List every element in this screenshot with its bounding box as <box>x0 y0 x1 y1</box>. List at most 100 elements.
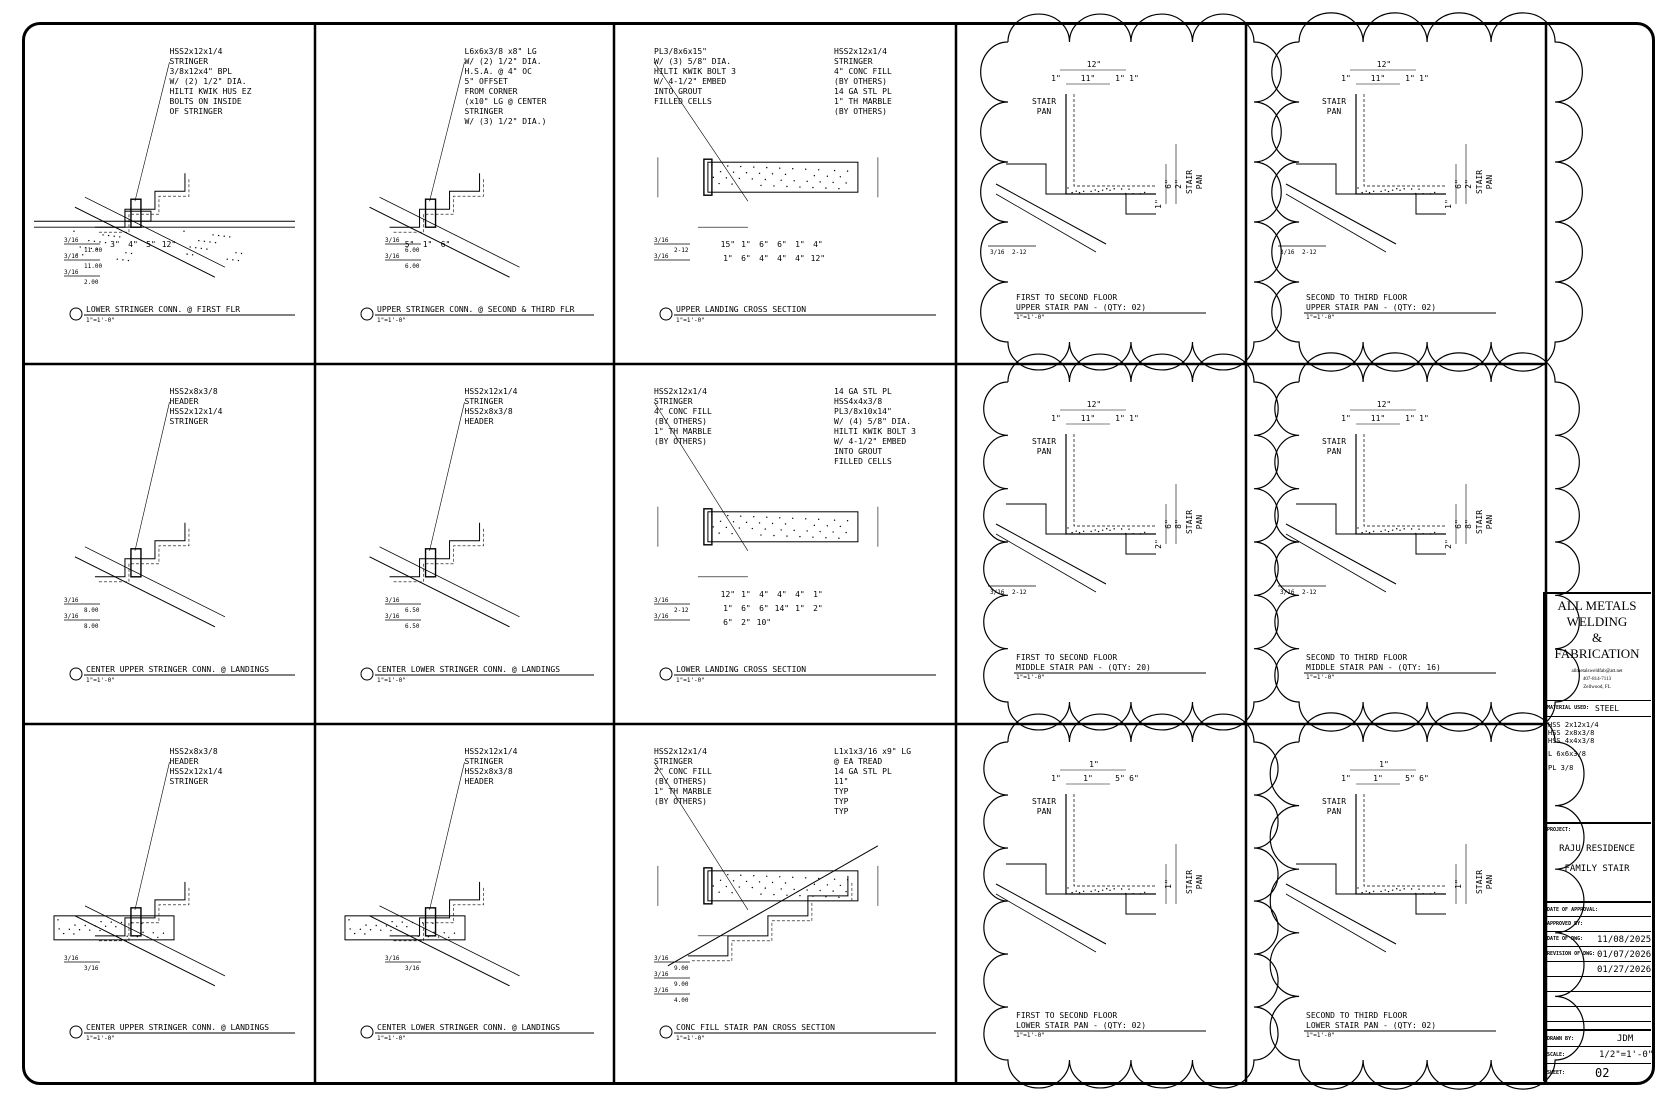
scale-value: 1/2"=1'-0" <box>1599 1050 1654 1060</box>
stair-pan-label: PAN <box>1327 107 1342 116</box>
weld-symbol: 11.00 <box>84 263 102 270</box>
callout-note: STRINGER <box>654 757 693 766</box>
weld-symbol: 3/16 <box>64 237 79 244</box>
weld-symbol: 3/16 <box>990 249 1005 256</box>
dimension-text: 5" <box>405 240 415 249</box>
dimension-text: 5" <box>146 240 156 249</box>
detail-scale: 1"=1'-0" <box>86 677 115 684</box>
callout-note: HSS2x8x3/8 <box>170 747 218 756</box>
callout-note: L6x6x3/8 x8" LG <box>465 47 537 56</box>
callout-note: 2" CONC FILL <box>654 767 712 776</box>
dimension-text: 6" <box>441 240 451 249</box>
detail-scale: 1"=1'-0" <box>1306 1032 1335 1039</box>
dimension-text: 6" <box>1419 774 1429 783</box>
callout-note: L1x1x3/16 x9" LG <box>834 747 911 756</box>
detail-title: SECOND TO THIRD FLOOR <box>1306 1011 1407 1020</box>
drawn-by-value: JDM <box>1617 1034 1634 1044</box>
callout-note: W/ 4-1/2" EMBED <box>654 77 726 86</box>
detail-3: PL3/8x6x15"W/ (3) 5/8" DIA.HILTI KWIK BO… <box>653 47 936 324</box>
materials-list: HSS 2x12x1/4 HSS 2x8x3/8 HSS 4x4x3/8 L 6… <box>1543 716 1651 800</box>
detail-title: UPPER LANDING CROSS SECTION <box>676 305 806 314</box>
weld-symbol: 2-12 <box>674 247 689 254</box>
dimension-text: 11" <box>1081 74 1095 83</box>
callout-note: STRINGER <box>465 757 504 766</box>
dimension-text: 1" <box>795 604 805 613</box>
dimension-text: 6" <box>1129 774 1139 783</box>
project-label: PROJECT: <box>1547 827 1572 833</box>
date-dwg-value: 11/08/2025 <box>1597 935 1652 945</box>
callout-note: HSS4x4x3/8 <box>834 397 882 406</box>
dimension-text: 1" <box>1454 879 1463 889</box>
company-email: allmetalsweldfab@att.net <box>1571 669 1623 674</box>
callout-note: HSS2x12x1/4 <box>170 47 223 56</box>
detail-scale: 1"=1'-0" <box>377 1035 406 1042</box>
weld-symbol: 6.50 <box>405 607 420 614</box>
dimension-text: 6" <box>1454 519 1463 529</box>
dimension-text: 1" <box>1341 74 1351 83</box>
dimension-text: 1" <box>423 240 433 249</box>
sheet-row: SHEET: 02 <box>1543 1063 1651 1081</box>
detail-subtitle: UPPER STAIR PAN - (QTY: 02) <box>1306 303 1436 312</box>
weld-symbol: 3/16 <box>385 955 400 962</box>
detail-title: UPPER STRINGER CONN. @ SECOND & THIRD FL… <box>377 305 575 314</box>
callout-note: FROM CORNER <box>465 87 518 96</box>
weld-symbol: 3/16 <box>385 613 400 620</box>
stair-pan-label: STAIR <box>1032 797 1056 806</box>
dimension-text: 6" <box>759 240 769 249</box>
revision-row-2: 01/27/2026 <box>1543 961 1651 976</box>
dimension-text: 1" <box>1444 199 1453 209</box>
callout-note: W/ (2) 1/2" DIA. <box>465 57 542 66</box>
dimension-text: 12" <box>1087 60 1101 69</box>
detail-2: L6x6x3/8 x8" LGW/ (2) 1/2" DIA.H.S.A. @ … <box>360 47 594 324</box>
detail-title: CENTER UPPER STRINGER CONN. @ LANDINGS <box>86 1023 269 1032</box>
detail-title: LOWER STRINGER CONN. @ FIRST FLR <box>86 305 240 314</box>
stair-pan-label: PAN <box>1037 447 1052 456</box>
project-box: PROJECT: RAJU RESIDENCE FAMILY STAIR <box>1543 822 1651 894</box>
detail-title: FIRST TO SECOND FLOOR <box>1016 293 1117 302</box>
callout-note: STRINGER <box>465 107 504 116</box>
stair-pan-label: STAIR <box>1322 797 1346 806</box>
dimension-text: 1" <box>741 590 751 599</box>
callout-note: (BY OTHERS) <box>834 107 887 116</box>
blank-row <box>1543 1006 1651 1021</box>
weld-symbol: 3/16 <box>654 613 669 620</box>
callout-note: TYP <box>834 787 849 796</box>
weld-symbol: 3/16 <box>654 597 669 604</box>
weld-symbol: 3/16 <box>654 237 669 244</box>
dimension-text: 1" <box>1405 414 1415 423</box>
sheet-number: 02 <box>1595 1066 1610 1080</box>
dimension-text: 6" <box>1164 179 1173 189</box>
detail-scale: 1"=1'-0" <box>676 1035 705 1042</box>
weld-symbol: 3/16 <box>1280 249 1295 256</box>
callout-note: HSS2x12x1/4 <box>654 387 707 396</box>
callout-note: BOLTS ON INSIDE <box>170 97 242 106</box>
dimension-text: 1" <box>723 254 733 263</box>
dimension-text: 12" <box>721 590 735 599</box>
approved-label: APPROVED BY: <box>1547 921 1584 927</box>
stair-pan-label: STAIR <box>1185 170 1194 194</box>
detail-title: CENTER UPPER STRINGER CONN. @ LANDINGS <box>86 665 269 674</box>
detail-scale: 1"=1'-0" <box>377 317 406 324</box>
company-name-line-4: FABRICATION <box>1554 646 1640 661</box>
callout-note: (BY OTHERS) <box>654 797 707 806</box>
weld-symbol: 3/16 <box>64 597 79 604</box>
dimension-text: 5" <box>1115 774 1125 783</box>
weld-symbol: 2-12 <box>1302 589 1317 596</box>
dimension-text: 6" <box>1164 519 1173 529</box>
stair-pan-label: PAN <box>1195 175 1204 190</box>
callout-note: HSS2x12x1/4 <box>170 767 223 776</box>
dimension-text: 1" <box>741 240 751 249</box>
dimension-text: 1" <box>1154 199 1163 209</box>
dimension-text: 1" <box>1164 879 1173 889</box>
callout-note: INTO GROUT <box>834 447 882 456</box>
callout-note: HSS2x12x1/4 <box>654 747 707 756</box>
dimension-text: 4" <box>795 590 805 599</box>
callout-note: (BY OTHERS) <box>834 77 887 86</box>
scale-label: SCALE: <box>1547 1052 1566 1058</box>
detail-scale: 1"=1'-0" <box>1016 314 1045 321</box>
stair-pan-label: PAN <box>1485 875 1494 890</box>
